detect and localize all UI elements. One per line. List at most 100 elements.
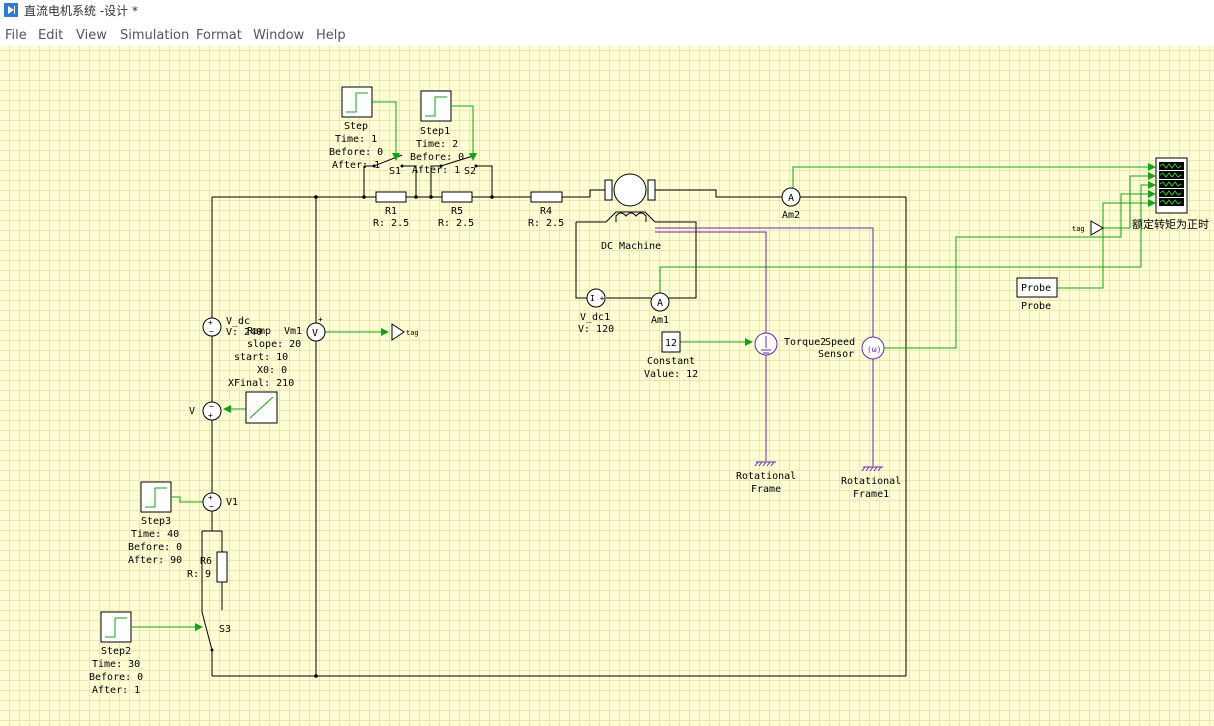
svg-text:Time: 1: Time: 1	[335, 134, 377, 145]
svg-text:S1: S1	[389, 166, 401, 177]
resistor-r4[interactable]: R4 R: 2.5	[528, 191, 564, 229]
svg-text:Am1: Am1	[651, 315, 669, 326]
menu-help[interactable]: Help	[316, 28, 346, 43]
menu-view[interactable]: View	[76, 28, 107, 43]
ammeter-am1[interactable]: A Am1	[650, 292, 670, 326]
rotational-frame1[interactable]: Rotational Frame1	[841, 466, 901, 500]
v-dc1-source[interactable]: I + V_dc1 V: 120	[578, 288, 614, 335]
svg-text:R: 9: R: 9	[187, 569, 211, 580]
title-bar: 直流电机系统 -设计 *	[0, 0, 1214, 20]
svg-text:A: A	[657, 298, 663, 309]
svg-text:+: +	[318, 315, 323, 324]
svg-text:tag: tag	[406, 329, 419, 337]
resistor-r5[interactable]: R5 R: 2.5	[438, 191, 474, 229]
svg-text:R: 2.5: R: 2.5	[438, 218, 474, 229]
svg-text:Time: 30: Time: 30	[92, 659, 140, 670]
probe-block[interactable]: Probe Probe	[1016, 277, 1058, 312]
svg-text:Step1: Step1	[420, 126, 450, 137]
menu-file[interactable]: File	[5, 28, 27, 43]
svg-text:Probe: Probe	[1021, 283, 1051, 294]
svg-text:Speed: Speed	[825, 337, 855, 348]
svg-text:V_dc: V_dc	[226, 316, 250, 327]
svg-text:Time: 2: Time: 2	[416, 139, 458, 150]
step2-block[interactable]: Step2 Time: 30 Before: 0 After: 1	[89, 611, 143, 696]
svg-text:start: 10: start: 10	[234, 352, 288, 363]
svg-text:+: +	[208, 493, 213, 502]
menu-bar: File Edit View Simulation Format Window …	[0, 24, 1214, 46]
svg-text:−: −	[209, 402, 214, 411]
svg-text:R: 2.5: R: 2.5	[528, 218, 564, 229]
svg-text:−: −	[209, 327, 214, 336]
torque-source[interactable]: Torque2	[754, 332, 826, 356]
svg-text:R5: R5	[451, 206, 463, 217]
svg-text:Before: 0: Before: 0	[128, 542, 182, 553]
svg-text:−: −	[209, 502, 214, 511]
svg-text:(ω): (ω)	[867, 345, 881, 354]
tag-output-vm1[interactable]: tag	[391, 323, 419, 341]
ramp-block[interactable]: Ramp slope: 20 start: 10 X0: 0 XFinal: 2…	[228, 326, 301, 424]
svg-text:Frame: Frame	[751, 484, 781, 495]
v1-source[interactable]: + − V1	[202, 492, 238, 512]
speed-sensor[interactable]: (ω) Speed Sensor	[818, 336, 886, 360]
step1-block[interactable]: Step1 Time: 2 Before: 0 After: 1	[410, 90, 464, 176]
svg-text:额定转矩为正时: 额定转矩为正时	[1132, 217, 1209, 231]
junction-dots	[314, 195, 494, 678]
svg-text:Probe: Probe	[1021, 301, 1051, 312]
svg-text:XFinal: 210: XFinal: 210	[228, 378, 294, 389]
svg-text:Before: 0: Before: 0	[329, 147, 383, 158]
svg-text:DC Machine: DC Machine	[601, 241, 661, 252]
svg-text:Rotational: Rotational	[736, 471, 796, 482]
svg-text:Step2: Step2	[101, 646, 131, 657]
svg-text:Vm1: Vm1	[284, 326, 302, 337]
svg-text:After: 90: After: 90	[128, 555, 182, 566]
svg-text:V: V	[312, 328, 318, 339]
svg-text:R: 2.5: R: 2.5	[373, 218, 409, 229]
svg-text:Before: 0: Before: 0	[89, 672, 143, 683]
dc-machine[interactable]: DC Machine	[601, 173, 661, 252]
controlled-voltage-source[interactable]: − + V	[189, 401, 222, 421]
svg-text:R1: R1	[385, 206, 397, 217]
svg-text:R4: R4	[540, 206, 552, 217]
window-title: 直流电机系统 -设计 *	[24, 4, 138, 18]
resistor-r1[interactable]: R1 R: 2.5	[373, 191, 409, 229]
scope-block[interactable]: 额定转矩为正时	[1132, 157, 1209, 231]
svg-text:V_dc1: V_dc1	[580, 312, 610, 323]
svg-text:Time: 40: Time: 40	[131, 529, 179, 540]
svg-text:tag: tag	[1072, 225, 1085, 233]
svg-text:S3: S3	[219, 624, 231, 635]
switch-s3[interactable]: S3	[201, 611, 231, 652]
svg-text:Torque2: Torque2	[784, 337, 826, 348]
menu-simulation[interactable]: Simulation	[120, 28, 190, 43]
svg-text:12: 12	[665, 338, 677, 349]
svg-text:X0: 0: X0: 0	[257, 365, 287, 376]
menu-format[interactable]: Format	[196, 28, 242, 43]
step3-block[interactable]: Step3 Time: 40 Before: 0 After: 90	[128, 481, 182, 566]
svg-text:Sensor: Sensor	[818, 349, 854, 360]
v-dc-source[interactable]: + − V_dc V: 240	[202, 316, 262, 338]
signal-wires	[131, 101, 1156, 631]
ammeter-am2[interactable]: A Am2	[781, 187, 801, 221]
svg-text:A: A	[788, 193, 794, 204]
svg-text:V: 240: V: 240	[226, 327, 262, 338]
svg-text:V: 120: V: 120	[578, 324, 614, 335]
tag-input[interactable]: tag	[1072, 220, 1104, 236]
svg-text:Constant: Constant	[647, 356, 695, 367]
diagram-canvas[interactable]: R1 R: 2.5 R5 R: 2.5 R4 R: 2.5 R6 R: 9 S1…	[0, 46, 1214, 726]
constant-block[interactable]: 12 Constant Value: 12	[644, 331, 698, 380]
rotational-frame[interactable]: Rotational Frame	[736, 461, 796, 495]
svg-text:Rotational: Rotational	[841, 476, 901, 487]
menu-window[interactable]: Window	[253, 28, 305, 43]
svg-text:Before: 0: Before: 0	[410, 152, 464, 163]
svg-text:S2: S2	[464, 166, 476, 177]
menu-edit[interactable]: Edit	[38, 28, 64, 43]
circuit-diagram: R1 R: 2.5 R5 R: 2.5 R4 R: 2.5 R6 R: 9 S1…	[89, 86, 1209, 696]
svg-text:Ramp: Ramp	[247, 326, 271, 337]
svg-text:I +: I +	[590, 294, 605, 303]
svg-text:Value: 12: Value: 12	[644, 369, 698, 380]
voltmeter-vm1[interactable]: V + Vm1	[284, 315, 326, 342]
resistor-r6[interactable]: R6 R: 9	[187, 551, 228, 583]
svg-text:After: 1: After: 1	[92, 685, 140, 696]
step-block[interactable]: Step Time: 1 Before: 0 After: 1	[329, 86, 383, 171]
svg-text:Step: Step	[344, 121, 368, 132]
svg-text:V1: V1	[226, 497, 238, 508]
